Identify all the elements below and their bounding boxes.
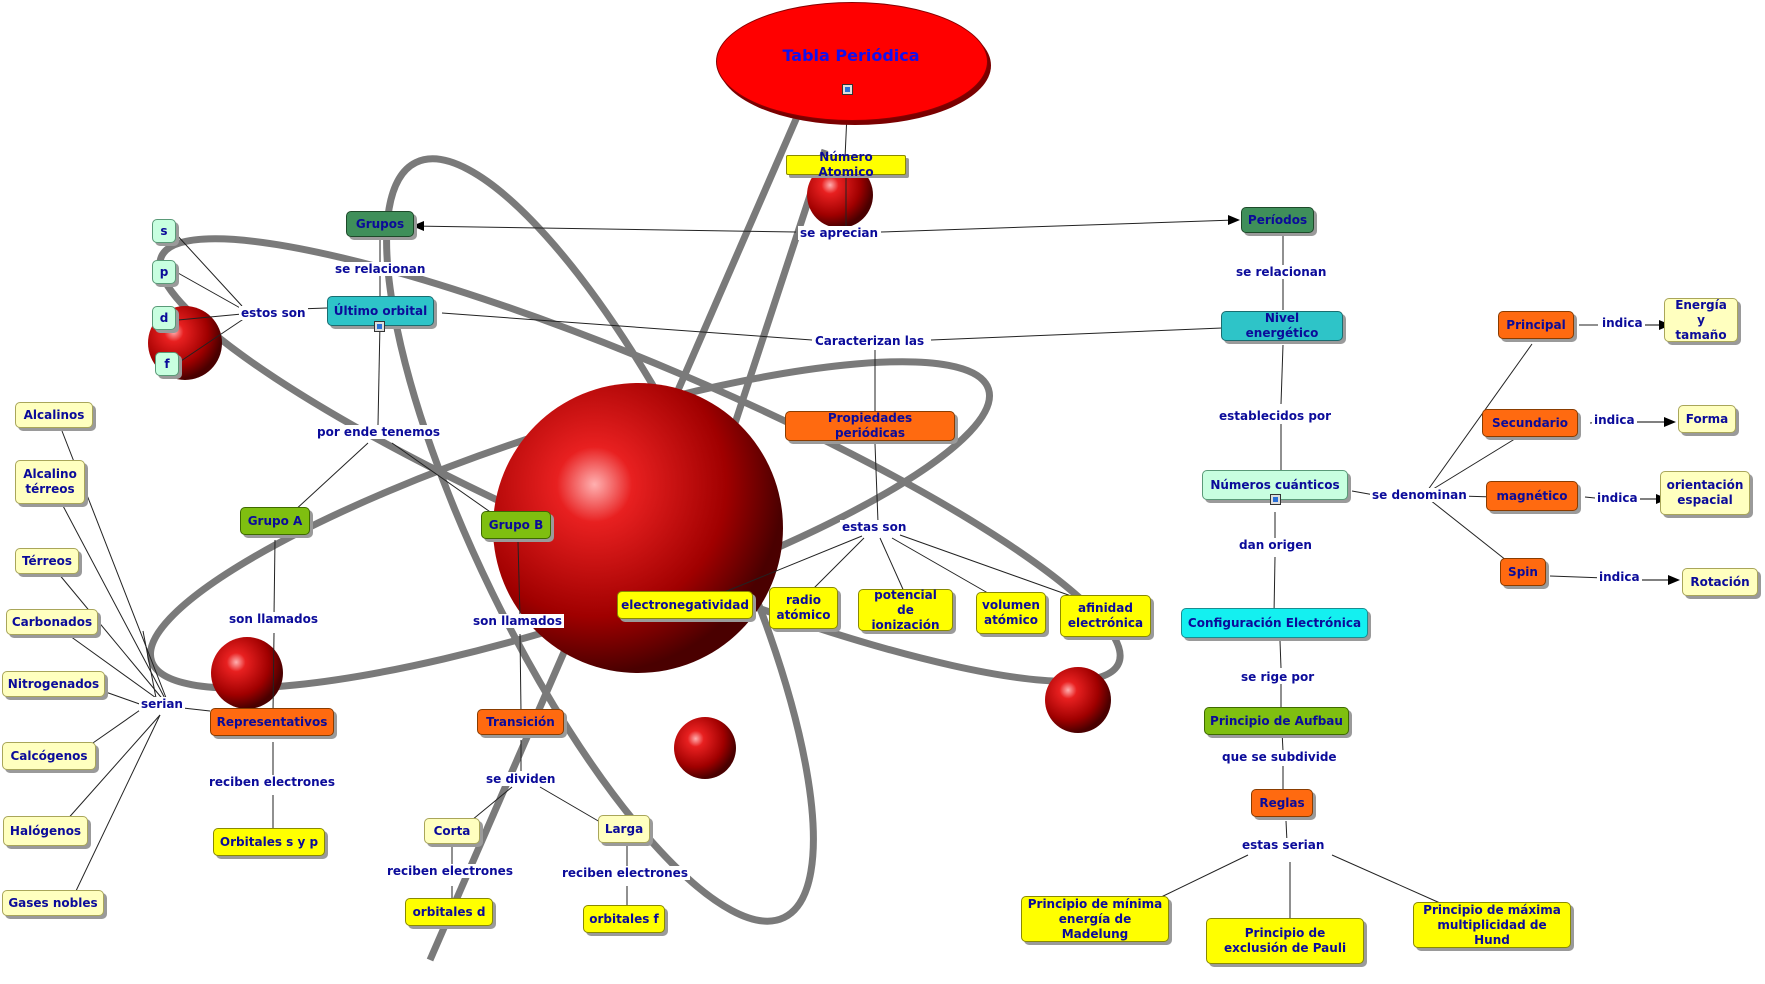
family-node-8[interactable]: Gases nobles [2, 890, 104, 916]
attachment-icon[interactable] [374, 321, 385, 332]
property-node-1[interactable]: electronegatividad [617, 591, 753, 619]
aufbau-node[interactable]: Principio de Aufbau [1204, 707, 1349, 735]
orbital-f-node[interactable]: f [155, 352, 179, 376]
orbitales-f-node[interactable]: orbitales f [583, 905, 665, 933]
quantum-secundario-meaning[interactable]: Forma [1678, 405, 1736, 433]
estas-son-label: estas son [840, 520, 909, 534]
se-dividen-label: se dividen [484, 772, 558, 786]
indica-label-2: indica [1592, 413, 1637, 427]
se-denominan-label: se denominan [1370, 488, 1469, 502]
se-relacionan-left-label: se relacionan [333, 262, 428, 276]
family-node-2[interactable]: Alcalino térreos [15, 460, 85, 504]
orbital-d-node[interactable]: d [152, 306, 176, 330]
se-aprecian-label: se aprecian [798, 226, 881, 240]
orbitales-d-node[interactable]: orbitales d [405, 898, 493, 926]
grupo-b-node[interactable]: Grupo B [481, 511, 551, 539]
property-node-3[interactable]: potencial de ionización [858, 588, 953, 632]
property-node-4[interactable]: volumen atómico [976, 592, 1046, 634]
title-node[interactable] [716, 2, 988, 121]
son-llamados-b-label: son llamados [471, 614, 565, 628]
family-node-3[interactable]: Térreos [15, 548, 79, 574]
rule-node-2[interactable]: Principio de exclusión de Pauli [1206, 918, 1364, 964]
periodos-node[interactable]: Períodos [1241, 207, 1314, 233]
establecidos-por-label: establecidos por [1217, 409, 1334, 423]
representativos-node[interactable]: Representativos [210, 708, 334, 736]
caracterizan-las-label: Caracterizan las [813, 334, 927, 348]
family-node-6[interactable]: Calcógenos [2, 742, 96, 770]
transicion-node[interactable]: Transición [477, 709, 564, 735]
por-ende-tenemos-label: por ende tenemos [315, 425, 442, 439]
attachment-icon[interactable] [842, 84, 853, 95]
serian-label: serian [139, 697, 185, 711]
larga-node[interactable]: Larga [598, 815, 650, 843]
grupos-node[interactable]: Grupos [346, 211, 414, 237]
quantum-secundario-node[interactable]: Secundario [1482, 409, 1578, 437]
rule-node-1[interactable]: Principio de mínima energía de Madelung [1021, 896, 1169, 942]
reglas-node[interactable]: Reglas [1251, 789, 1313, 817]
estas-serian-label: estas serian [1240, 838, 1327, 852]
family-node-7[interactable]: Halógenos [3, 816, 88, 846]
son-llamados-a-label: son llamados [227, 612, 321, 626]
quantum-principal-meaning[interactable]: Energía y tamaño [1664, 298, 1738, 342]
quantum-spin-node[interactable]: Spin [1500, 558, 1546, 586]
se-relacionan-right-label: se relacionan [1234, 265, 1329, 279]
grupo-a-node[interactable]: Grupo A [240, 507, 310, 535]
family-node-1[interactable]: Alcalinos [15, 402, 93, 428]
reciben-electrones-corta-label: reciben electrones [385, 864, 515, 878]
numeros-cuanticos-node[interactable]: Números cuánticos [1202, 470, 1348, 500]
orbital-p-node[interactable]: p [152, 260, 176, 284]
quantum-principal-node[interactable]: Principal [1498, 311, 1574, 339]
quantum-magnetico-meaning[interactable]: orientación espacial [1660, 471, 1750, 515]
se-rige-por-label: se rige por [1239, 670, 1317, 684]
orbitales-sp-node[interactable]: Orbitales s y p [213, 828, 325, 856]
estos-son-label: estos son [239, 306, 308, 320]
nivel-energetico-node[interactable]: Nivel energético [1221, 311, 1343, 341]
numero-atomico-node[interactable]: Número Atomico [786, 150, 906, 179]
corta-node[interactable]: Corta [424, 818, 480, 844]
concept-links [57, 91, 1606, 920]
reciben-electrones-larga-label: reciben electrones [560, 866, 690, 880]
quantum-magnetico-node[interactable]: magnético [1486, 481, 1578, 511]
quantum-spin-meaning[interactable]: Rotación [1682, 568, 1758, 596]
dan-origen-label: dan origen [1237, 538, 1314, 552]
reciben-electrones-rep-label: reciben electrones [207, 775, 337, 789]
propiedades-node[interactable]: Propiedades periódicas [785, 411, 955, 441]
family-node-5[interactable]: Nitrogenados [2, 671, 105, 697]
property-node-5[interactable]: afinidad electrónica [1060, 595, 1151, 637]
orbital-s-node[interactable]: s [152, 219, 176, 243]
attachment-icon[interactable] [1270, 494, 1281, 505]
title-label: Tabla Periódica [782, 46, 920, 65]
que-se-subdivide-label: que se subdivide [1220, 750, 1339, 764]
indica-label-4: indica [1597, 570, 1642, 584]
indica-label-3: indica [1595, 491, 1640, 505]
configuracion-node[interactable]: Configuración Electrónica [1181, 608, 1368, 638]
property-node-2[interactable]: radio atómico [769, 587, 838, 629]
family-node-4[interactable]: Carbonados [6, 609, 98, 635]
rule-node-3[interactable]: Principio de máxima multiplicidad de Hun… [1413, 902, 1571, 948]
indica-label-1: indica [1600, 316, 1645, 330]
